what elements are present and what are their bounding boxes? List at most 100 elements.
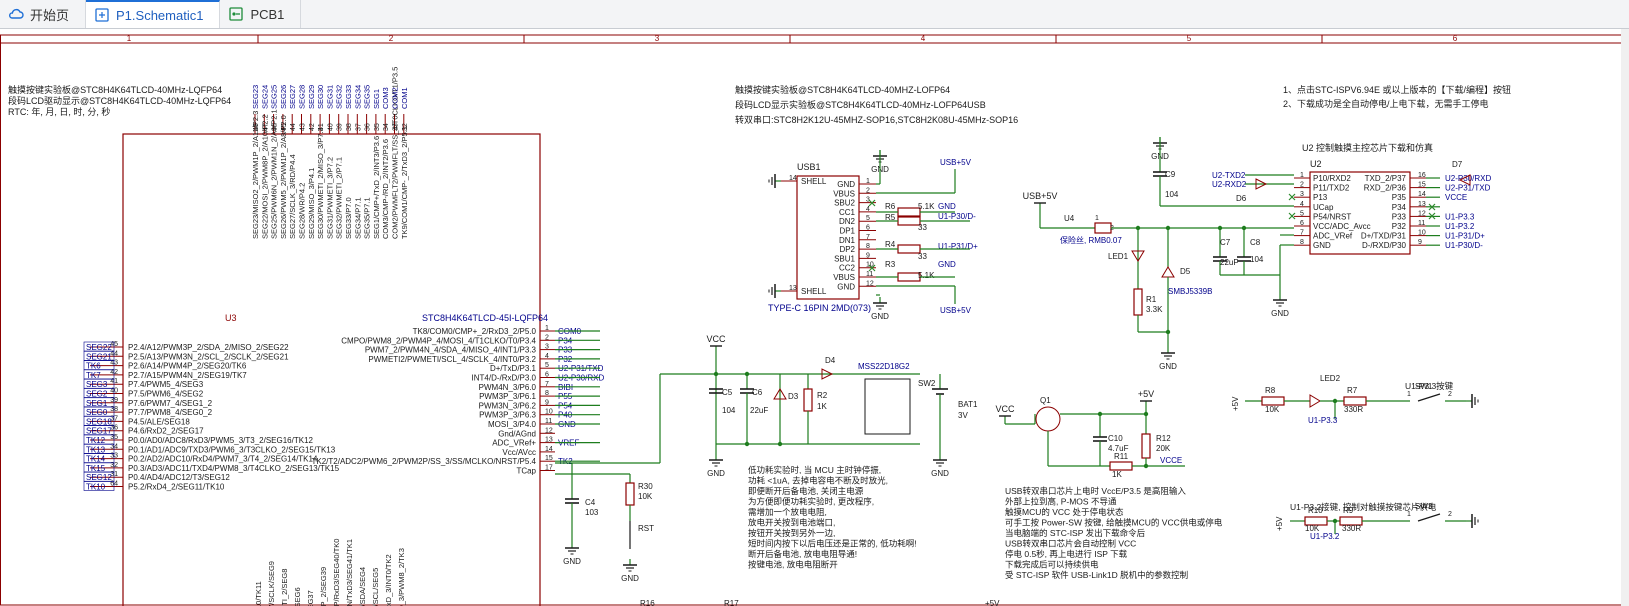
pin-name: SHELL: [801, 287, 827, 296]
power-label: VCC: [995, 404, 1015, 414]
u2-chip-body: [1309, 171, 1411, 255]
net-label[interactable]: U1-P31/D+: [1445, 232, 1485, 241]
part-ref: USB1: [797, 162, 821, 172]
net-label[interactable]: SEG17: [86, 427, 112, 436]
pin-name: CC1: [839, 208, 856, 217]
pin-name: INT4/D-/RxD/P3.0: [472, 374, 537, 383]
part-ref: C8: [1250, 238, 1261, 247]
net-label[interactable]: U2-P30/RXD: [1445, 174, 1491, 183]
net-label[interactable]: SEG3: [86, 380, 108, 389]
tab-start-page[interactable]: 开始页: [0, 0, 87, 28]
part-ref: LED2: [1320, 374, 1341, 383]
pin-number: 6: [545, 372, 549, 379]
note-text: 当电脑端的 STC-ISP 发出下载命令后: [1005, 528, 1146, 538]
part-ref: BAT1: [958, 400, 978, 409]
net-label[interactable]: TK6: [86, 362, 101, 371]
part-value: 330R: [1342, 524, 1361, 533]
net-label[interactable]: TK14: [86, 455, 106, 464]
net-label[interactable]: SEG1: [86, 399, 108, 408]
pin-number: 15: [1418, 182, 1426, 189]
pin-name: VCC/ADC_Avcc: [1313, 222, 1371, 231]
part-value: 10K: [638, 492, 653, 501]
part-value: 5.1K: [918, 202, 935, 211]
pin-name: GND: [837, 282, 855, 291]
note-text: 段码LCD驱动显示@STC8H4K64TLCD-40MHz-LQFP64: [8, 95, 231, 106]
net-label[interactable]: SEG12: [86, 473, 112, 482]
pin-name: SEG31/PWMETI_3/P7.2: [325, 157, 334, 239]
net-label[interactable]: U1-P3.3: [1445, 212, 1475, 221]
d4-diode: [821, 368, 834, 380]
ground-label: GND: [871, 312, 889, 321]
pin-name: SEG22/MOSI_2/PWM8P_2/A10/P2.2: [260, 114, 269, 239]
part-ref: R2: [817, 391, 828, 400]
pin-number: 2: [1300, 182, 1304, 189]
tab-schematic[interactable]: P1.Schematic1: [86, 0, 221, 28]
part-value: 104: [722, 406, 736, 415]
net-label[interactable]: TK15: [86, 464, 106, 473]
part-ref: D5: [1180, 267, 1191, 276]
net-label: SEG23: [251, 85, 260, 109]
part-value: 4.7uF: [1108, 444, 1129, 453]
pin-number: 2: [545, 334, 549, 341]
power-label: USB+5V: [1023, 191, 1058, 201]
note-text: 受 STC-ISP 软件 USB-Link1D 脱机中的参数控制: [1005, 570, 1188, 580]
net-label: SEG31: [325, 85, 334, 109]
net-label[interactable]: TK13: [86, 445, 106, 454]
pin-name: PWM1P/RxD3/SEG40/TK0: [332, 539, 341, 606]
net-label[interactable]: U1-P30/D-: [1445, 241, 1483, 250]
vertical-scrollbar[interactable]: [1621, 29, 1629, 606]
pin-name: P4.5/ALE/SEG18: [128, 417, 190, 426]
part-value: MSS22D18G2: [858, 362, 910, 371]
ruler-number: 2: [389, 34, 394, 43]
pin-name: P2.5/A13/PWM3N_2/SCL_2/SCLK_2/SEG21: [128, 352, 289, 361]
ruler-number: 5: [1187, 34, 1192, 43]
pin-name: P35: [1392, 193, 1407, 202]
net-label[interactable]: SEG21: [86, 352, 112, 361]
pin-name: P5.2/RxD4_2/SEG11/TK10: [128, 483, 225, 492]
ground-label: GND: [1271, 309, 1289, 318]
net-label[interactable]: TK10: [86, 483, 106, 492]
pin-number: 41: [318, 123, 325, 131]
part-ref: C9: [1165, 170, 1176, 179]
net-label: SEG26: [279, 85, 288, 109]
part-value: 33: [918, 223, 927, 232]
net-label: COM1: [400, 87, 409, 109]
pin-number: 12: [545, 427, 553, 434]
net-label[interactable]: U1-P3.2: [1445, 222, 1475, 231]
pin-number: 5: [1300, 210, 1304, 217]
pin-number: 44: [290, 123, 297, 131]
net-label[interactable]: TK12: [86, 436, 106, 445]
net-label[interactable]: SEG2: [86, 390, 108, 399]
net-label[interactable]: SEG18: [86, 417, 112, 426]
pin-name: P2.4/RxD_3/INT0/TK2: [384, 554, 393, 606]
net-label[interactable]: SEG0: [86, 408, 108, 417]
pin-number: 1: [545, 325, 549, 332]
pin-number: 9: [545, 399, 549, 406]
net-label[interactable]: TK7: [86, 371, 101, 380]
note-text: 放电开关按到电池端口,: [748, 518, 835, 528]
pin-number: 38: [346, 123, 353, 131]
part-ref: R12: [1156, 434, 1171, 443]
net-label: USB+5V: [940, 306, 972, 315]
pin-number: 3: [866, 197, 870, 204]
pin-number: 10: [1418, 230, 1426, 237]
net-label[interactable]: U2-P31/TXD: [1445, 184, 1491, 193]
pin-number: 43: [300, 123, 307, 131]
part-value: TYPE-C 16PIN 2MD(073): [768, 303, 871, 313]
usb1-connector-body: [796, 175, 860, 300]
tab-pcb[interactable]: PCB1: [220, 0, 302, 28]
ruler-number: 3: [655, 34, 660, 43]
net-label: USB+5V: [940, 158, 972, 167]
pcb-icon: [229, 7, 244, 21]
junction: [1332, 518, 1338, 524]
pin-number: 9: [866, 252, 870, 259]
pin-name: P2.7/A15/PWM4N_2/SEG19/TK7: [128, 371, 247, 380]
led1-diode: [1131, 250, 1145, 262]
pin-number: 5: [545, 362, 549, 369]
part-value: 10K: [1305, 524, 1320, 533]
pin-number: 2: [1448, 391, 1452, 398]
net-label[interactable]: SEG22: [86, 343, 112, 352]
part-ref: R9: [1343, 506, 1354, 515]
net-label[interactable]: VCCE: [1445, 193, 1467, 202]
